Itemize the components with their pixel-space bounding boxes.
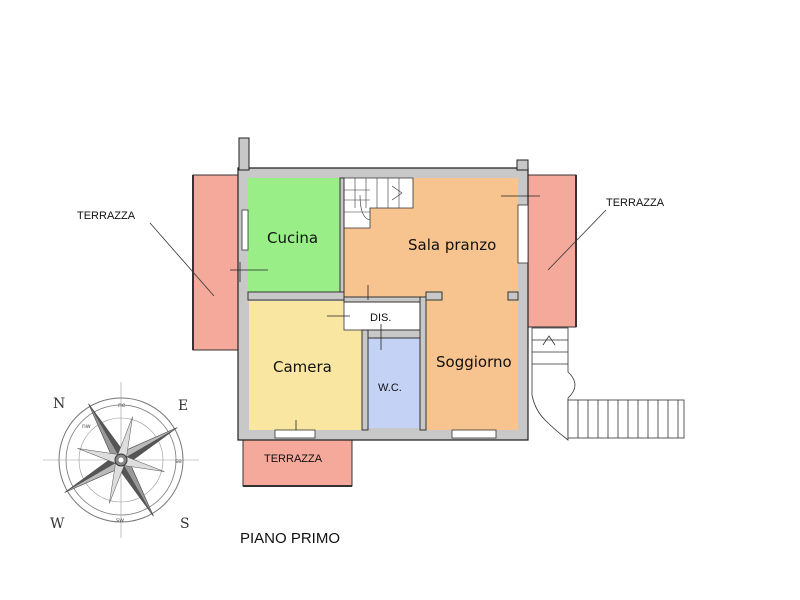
wall-stub <box>238 137 250 171</box>
compass-label-se: se <box>175 458 182 465</box>
terrace-left <box>192 174 240 351</box>
compass-letter-w: W <box>50 516 65 532</box>
label-camera: Camera <box>273 358 332 376</box>
label-terrace-left: TERRAZZA <box>77 210 136 222</box>
label-terrace-bottom: TERRAZZA <box>264 453 323 465</box>
room-wc <box>368 338 419 428</box>
floor-title: PIANO PRIMO <box>240 530 340 547</box>
label-wc: W.C. <box>378 382 402 394</box>
compass-rose-icon <box>43 382 199 538</box>
label-dis: DIS. <box>370 312 391 324</box>
terrace-right <box>527 174 577 328</box>
room-sala-soggiorno <box>344 178 518 430</box>
room-cucina <box>248 178 340 292</box>
compass-letter-e: E <box>178 398 188 414</box>
terrace-bottom <box>242 438 353 487</box>
compass-letter-n: N <box>53 396 65 412</box>
label-terrace-right: TERRAZZA <box>606 197 665 209</box>
room-dis <box>343 301 421 331</box>
label-cucina: Cucina <box>267 229 318 247</box>
compass-label-sw: sw <box>116 517 124 524</box>
compass-label-ne: ne <box>118 402 126 409</box>
label-sala-pranzo: Sala pranzo <box>408 236 496 254</box>
exterior-stair <box>531 327 685 441</box>
compass-letter-s: S <box>180 516 190 532</box>
label-soggiorno: Soggiorno <box>436 353 512 371</box>
room-camera <box>249 301 362 430</box>
compass-label-nw: nw <box>82 423 91 430</box>
